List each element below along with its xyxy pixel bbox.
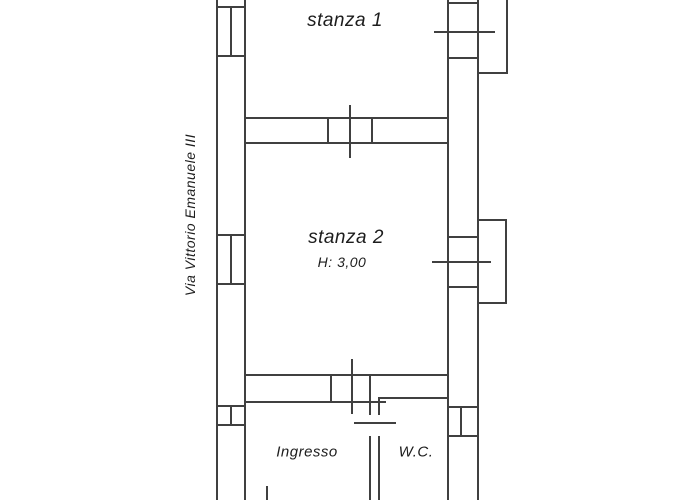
- room-label-stanza-2: stanza 2: [308, 227, 384, 248]
- street-name-label: Via Vittorio Emanuele III: [182, 133, 198, 297]
- room-label-stanza-1: stanza 1: [307, 10, 383, 31]
- room-height-note: H: 3,00: [317, 254, 367, 270]
- room-label-wc: W.C.: [398, 443, 434, 461]
- room-label-ingresso: Ingresso: [276, 443, 338, 461]
